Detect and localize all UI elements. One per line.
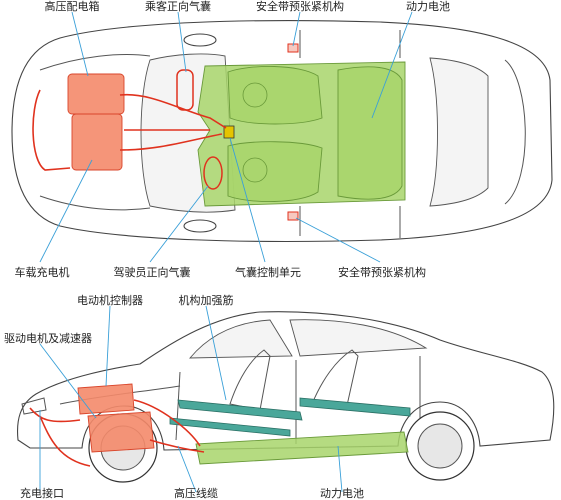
label-seatbelt-bottom: 安全带预张紧机构 xyxy=(338,265,426,279)
battery-pack-side xyxy=(195,431,409,465)
mirror-top xyxy=(183,33,217,47)
driver-airbag-marker xyxy=(203,156,223,190)
rear-window xyxy=(429,57,489,207)
front-seat-right xyxy=(227,141,323,202)
reinforcement-rib-1 xyxy=(177,399,303,421)
side-window-rear xyxy=(289,319,428,357)
hv-cable-top xyxy=(32,89,227,171)
charger-unit xyxy=(71,113,123,171)
label-charge-port: 充电接口 xyxy=(20,486,64,500)
top-view-leaders xyxy=(39,11,413,263)
label-reinforcement: 机构加强筋 xyxy=(179,293,234,307)
label-seatbelt-top: 安全带预张紧机构 xyxy=(256,0,344,13)
hv-box-unit xyxy=(67,73,125,115)
label-battery-side: 动力电池 xyxy=(320,487,364,500)
reinforcement-rib-2 xyxy=(299,397,411,417)
label-charger: 车载充电机 xyxy=(15,265,70,279)
label-passenger-airbag: 乘客正向气囊 xyxy=(145,0,211,13)
seatbelt-bottom-marker xyxy=(287,211,299,221)
front-seat-left xyxy=(227,66,323,125)
label-motor-controller: 电动机控制器 xyxy=(77,293,143,307)
label-driver-airbag: 驾驶员正向气囊 xyxy=(114,265,191,279)
side-view-leaders xyxy=(39,305,343,493)
motor-controller-unit xyxy=(77,383,135,415)
hv-cable-side xyxy=(29,399,205,467)
rear-bench xyxy=(337,66,403,200)
label-hv-cable: 高压线缆 xyxy=(174,486,218,500)
top-view-car xyxy=(11,20,553,243)
label-hv-box: 高压配电箱 xyxy=(45,0,100,13)
drive-motor-unit xyxy=(87,411,155,453)
label-airbag-ecu: 气囊控制单元 xyxy=(235,265,301,279)
airbag-ecu-marker xyxy=(223,125,235,139)
mirror-bottom xyxy=(183,219,217,233)
label-drive-motor: 驱动电机及减速器 xyxy=(4,331,92,345)
reinforcement-rib-3 xyxy=(169,417,291,437)
label-battery-top: 动力电池 xyxy=(406,0,450,13)
